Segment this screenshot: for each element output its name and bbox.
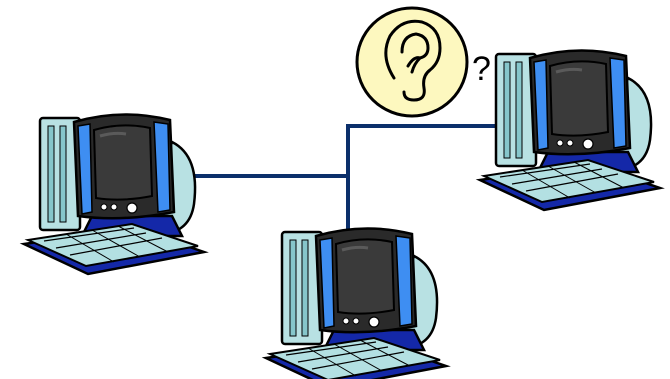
- desktop-computer-icon: [480, 50, 660, 210]
- network-cables: [195, 124, 498, 240]
- eavesdrop-bubble: ?: [357, 8, 491, 116]
- question-mark: ?: [472, 50, 491, 88]
- desktop-computer-icon: [266, 228, 446, 379]
- desktop-computer-icon: [24, 114, 204, 274]
